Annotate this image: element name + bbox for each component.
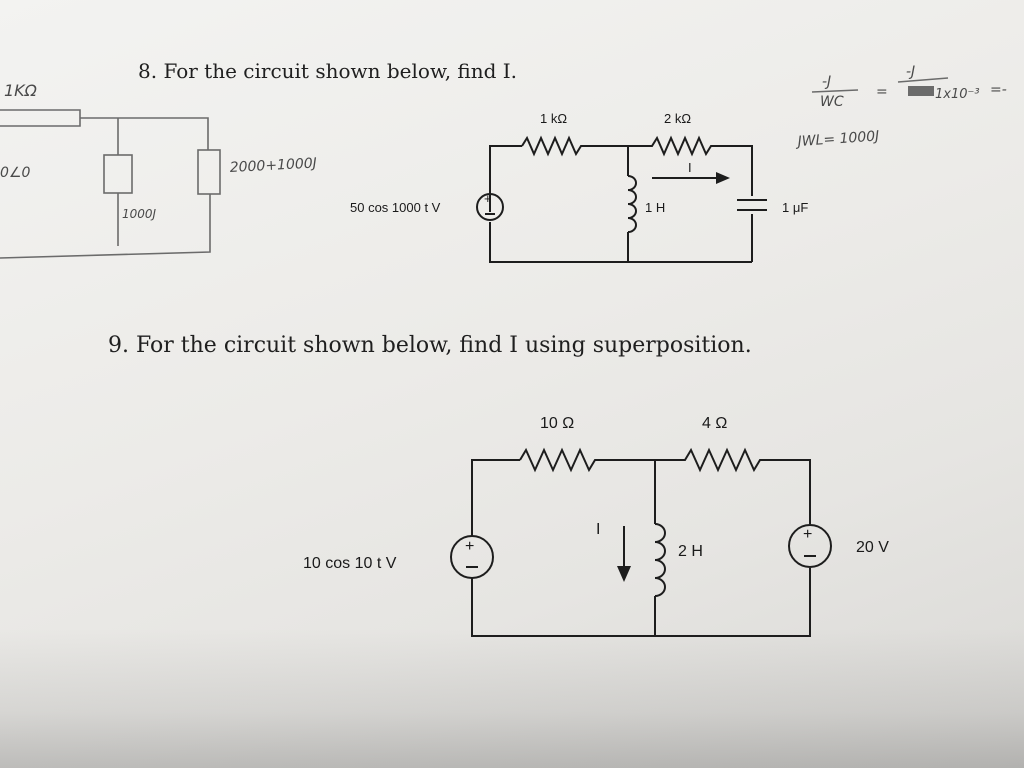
hand-wire-top	[80, 117, 209, 150]
resistor-4ohm	[655, 447, 811, 524]
hand-resistance: 1KΩ	[4, 81, 38, 100]
label-r2-8: 2 kΩ	[664, 111, 691, 126]
handwritten-sketch	[0, 109, 221, 259]
voltage-source-dc-9	[788, 524, 832, 568]
label-current-8: I	[688, 160, 692, 175]
hand-resistor-box	[0, 109, 81, 127]
label-source-dc-9: 20 V	[856, 539, 889, 556]
resistor-2k	[628, 135, 753, 196]
label-source-8: 50 cos 1000 t V	[350, 200, 441, 215]
label-inductor-9: 2 H	[678, 543, 703, 560]
arrowhead-9	[617, 566, 631, 582]
plus-sign-ac: +	[465, 538, 474, 555]
wire-8-bottom	[489, 222, 752, 263]
voltage-source-ac-9	[450, 535, 494, 579]
hand-jwl: JWL= 1000J	[794, 128, 880, 150]
hand-inductive-impedance: 1000J	[122, 207, 157, 221]
hand-impedance-2	[197, 149, 221, 195]
hand-eq-numerator-2: -J	[906, 64, 915, 80]
capacitor-1uF	[737, 199, 767, 211]
hand-eq-tail: =-	[990, 82, 1007, 98]
label-r1-8: 1 kΩ	[540, 111, 567, 126]
resistor-1k	[521, 135, 628, 157]
question-9-text: 9. For the circuit shown below, find I u…	[108, 333, 752, 358]
label-inductor-8: 1 H	[645, 200, 665, 215]
hand-angle: 0∠0	[0, 165, 30, 181]
label-source-ac-9: 10 cos 10 t V	[303, 555, 397, 572]
hand-eq-denominator: WC	[820, 94, 844, 110]
hand-eq-denominator-2: 1x10⁻³	[935, 87, 980, 102]
label-current-9: I	[596, 521, 600, 538]
circuit-8: +	[476, 135, 767, 263]
inductor-2H	[654, 523, 666, 597]
inductor-1H	[627, 175, 637, 233]
plus-sign: +	[484, 191, 492, 206]
label-capacitor-8: 1 μF	[782, 200, 808, 215]
wire-9-left-top	[471, 459, 520, 536]
wire-9-bottom	[471, 568, 811, 637]
hand-impedance-1	[103, 154, 133, 194]
arrowhead-8	[716, 172, 730, 184]
plus-sign-dc: +	[803, 526, 812, 543]
wire-8-left-top	[489, 145, 522, 212]
hand-wire-bottom	[0, 194, 211, 259]
voltage-source-8	[476, 193, 504, 221]
label-r2-9: 4 Ω	[702, 415, 727, 432]
hand-scribble	[908, 86, 934, 96]
hand-eq-equals: =	[876, 84, 888, 100]
resistor-10ohm	[519, 447, 655, 473]
hand-eq-numerator: -J	[822, 74, 831, 90]
circuit-9: + +	[450, 447, 832, 637]
label-r1-9: 10 Ω	[540, 415, 574, 432]
hand-series-impedance: 2000+1000J	[229, 155, 317, 176]
question-8-text: 8. For the circuit shown below, find I.	[138, 59, 517, 83]
hand-fraction-bar-1	[811, 89, 859, 93]
hand-fraction-bar-2	[897, 77, 949, 83]
